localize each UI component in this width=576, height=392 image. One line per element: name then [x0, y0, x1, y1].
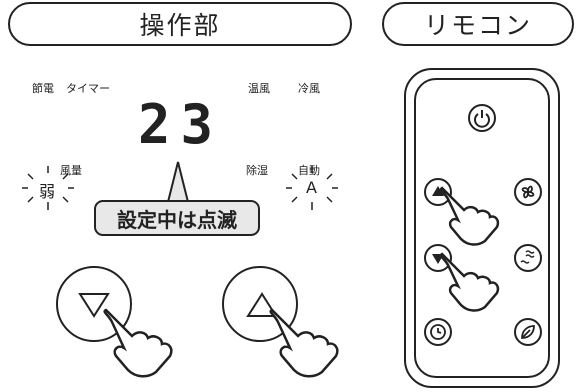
remote-swing-button[interactable] — [514, 244, 542, 272]
remote-eco-button[interactable] — [514, 318, 542, 346]
pointing-hand-icon — [103, 308, 173, 378]
pointing-hand-icon — [439, 252, 500, 312]
auto-indicator: A — [282, 164, 342, 214]
leaf-icon — [521, 325, 535, 339]
fan-level-text: 弱 — [39, 182, 56, 201]
label-cool: 冷風 — [298, 82, 320, 95]
label-dehumidify: 除湿 — [246, 164, 268, 177]
power-icon — [474, 110, 490, 128]
remote-fan-button[interactable] — [514, 178, 542, 206]
blink-rays-icon — [22, 166, 74, 210]
fan-level-indicator: 弱 — [18, 164, 78, 214]
label-fan-volume: 風量 — [60, 164, 82, 177]
airflow-icon — [520, 250, 535, 264]
temperature-display: 23 — [138, 96, 234, 154]
remote-face — [414, 78, 550, 378]
label-economy: 節電 — [32, 82, 54, 95]
label-timer: タイマー — [66, 82, 110, 95]
remote-power-button[interactable] — [468, 104, 496, 132]
clock-icon — [430, 324, 446, 340]
remote-header: リモコン — [382, 2, 574, 46]
label-warm: 温風 — [248, 82, 270, 95]
temp-down-button[interactable] — [56, 266, 132, 342]
pointing-hand-icon — [269, 308, 339, 378]
triangle-up-icon — [246, 292, 278, 317]
panel-header-label: 操作部 — [139, 11, 221, 40]
callout-pointer-icon — [166, 161, 190, 203]
remote-timer-button[interactable] — [424, 318, 452, 346]
label-auto: 自動 — [298, 164, 320, 177]
fan-icon — [521, 185, 535, 199]
blink-rays-icon — [286, 166, 338, 210]
auto-indicator-text: A — [306, 178, 317, 197]
panel-header: 操作部 — [8, 2, 352, 46]
callout-bubble: 設定中は点滅 — [94, 200, 260, 236]
remote-header-label: リモコン — [423, 11, 532, 40]
pointing-hand-icon — [439, 186, 500, 246]
triangle-down-icon — [78, 293, 110, 318]
temperature-value: 23 — [138, 93, 224, 156]
callout-text: 設定中は点滅 — [117, 207, 237, 232]
triangle-up-icon — [432, 186, 444, 196]
